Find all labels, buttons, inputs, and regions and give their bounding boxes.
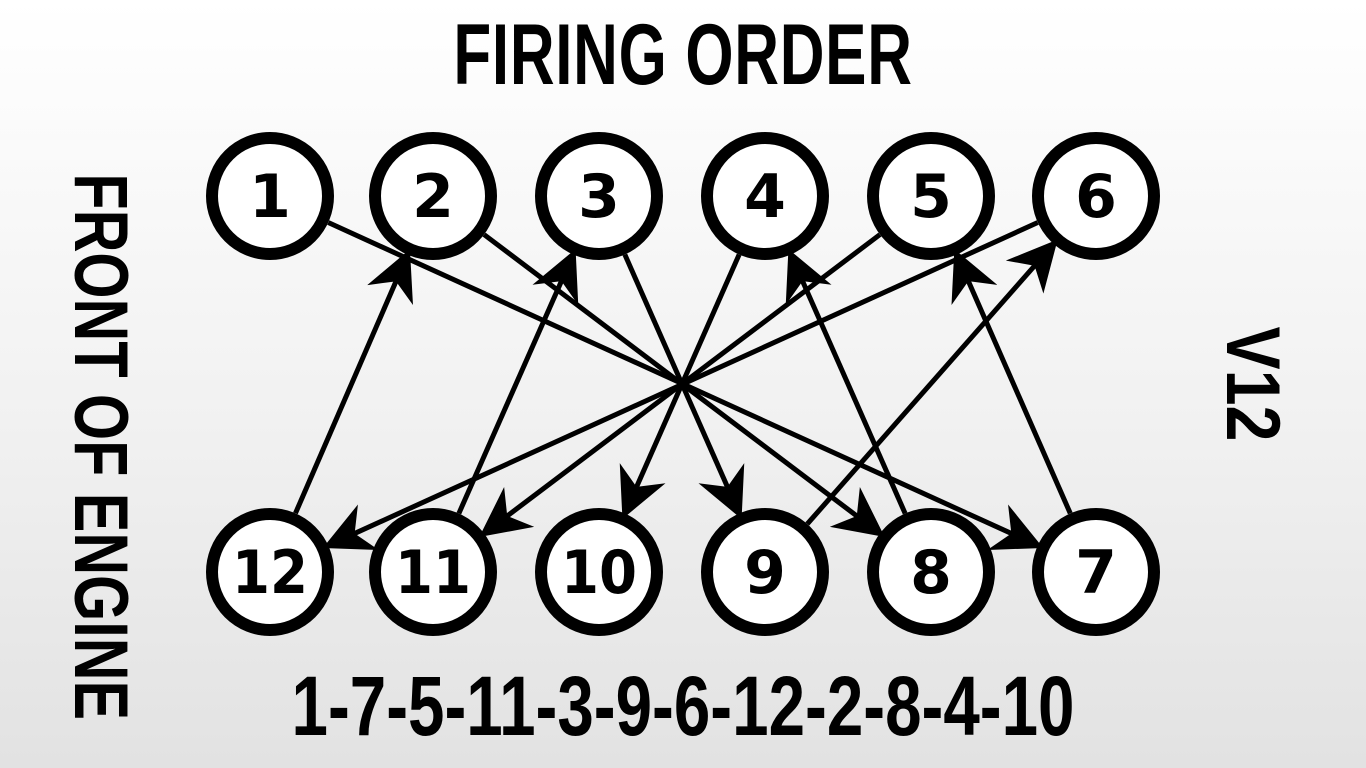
cylinder-2-circle: [369, 132, 497, 260]
cylinder-6-circle: [1032, 132, 1160, 260]
arrow-4-to-10: [619, 253, 742, 519]
cylinder-4-circle: [701, 132, 829, 260]
cylinder-1-circle: [206, 132, 334, 260]
cylinder-4-label: 4: [744, 162, 786, 232]
cylinder-1-label: 1: [249, 162, 291, 232]
cylinder-8-circle: [867, 508, 995, 636]
cylinder-11-label: 11: [395, 538, 471, 608]
cylinder-10-circle: [535, 508, 663, 636]
firing-arrows: [293, 220, 1073, 551]
cylinder-5-circle: [867, 132, 995, 260]
arrow-11-to-3: [456, 249, 579, 515]
cylinder-3-label: 3: [578, 162, 620, 232]
cylinder-7-label: 7: [1075, 538, 1117, 608]
firing-order-sequence: 1-7-5-11-3-9-6-12-2-8-4-10: [291, 659, 1075, 753]
cylinder-3-circle: [535, 132, 663, 260]
cylinder-10-label: 10: [561, 538, 637, 608]
cylinder-8-label: 8: [910, 538, 952, 608]
diagram-title: FIRING ORDER: [453, 7, 913, 103]
arrow-9-to-6: [805, 239, 1058, 526]
arrow-12-to-2: [293, 249, 413, 515]
arrow-7-to-5: [951, 249, 1073, 515]
cylinder-7-circle: [1032, 508, 1160, 636]
cylinder-2-label: 2: [412, 162, 454, 232]
cylinder-6-label: 6: [1075, 162, 1117, 232]
cylinder-9-circle: [701, 508, 829, 636]
cylinder-5-label: 5: [910, 162, 952, 232]
cylinder-12-label: 12: [232, 538, 308, 608]
cylinder-9-label: 9: [744, 538, 786, 608]
arrow-8-to-4: [785, 249, 908, 515]
cylinder-12-circle: [206, 508, 334, 636]
cylinder-11-circle: [369, 508, 497, 636]
